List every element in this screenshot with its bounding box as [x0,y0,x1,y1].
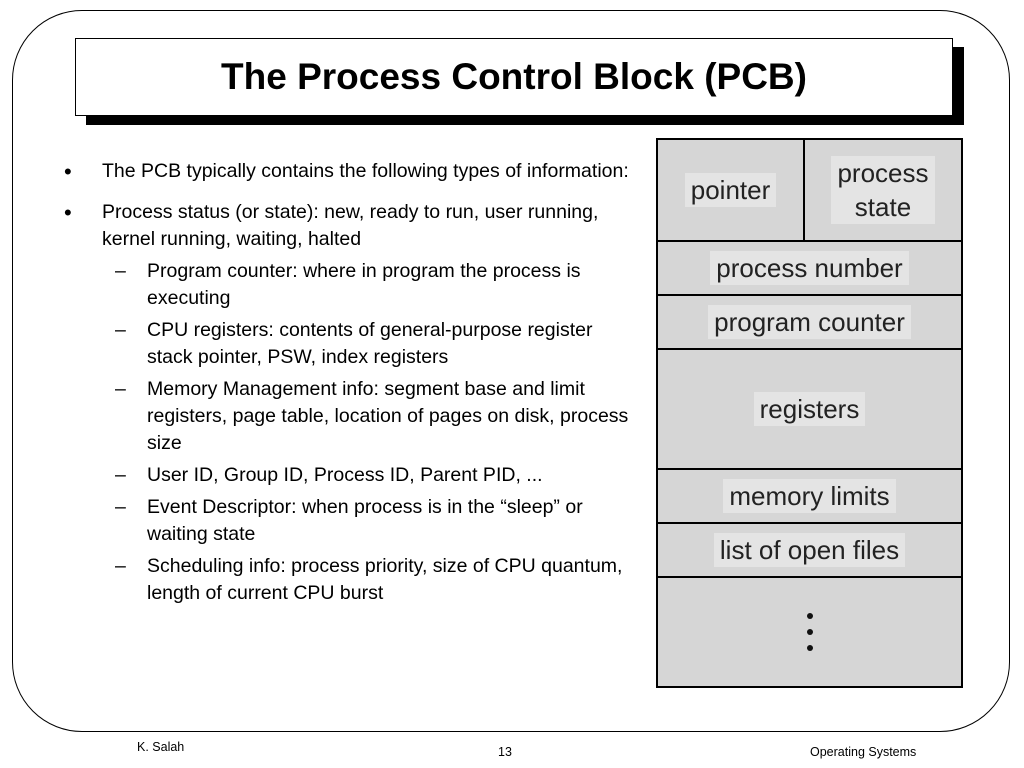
sub-bullet-item: – User ID, Group ID, Process ID, Parent … [60,462,630,489]
sub-bullet-text: CPU registers: contents of general-purpo… [147,319,593,368]
pcb-label-registers: registers [753,392,866,426]
sub-marker: – [115,496,126,518]
pcb-cell-program-counter: program counter [658,296,961,348]
sub-bullet-item: – Memory Management info: segment base a… [60,376,630,457]
pcb-cell-memory-limits: memory limits [658,470,961,522]
footer-course: Operating Systems [810,745,917,759]
sub-bullet-text: Memory Management info: segment base and… [147,378,629,454]
ellipsis-dots [806,613,813,651]
pcb-cell-more [658,578,961,686]
dot [806,645,813,651]
pcb-label-process-state-line2: state [854,192,912,222]
pcb-label-process-state-line1: process [837,158,929,188]
sub-bullet-item: – Program counter: where in program the … [60,258,630,312]
pcb-label-memory-limits: memory limits [723,479,896,513]
pcb-cell-process-state: process state [805,140,961,240]
sub-bullet-item: – Event Descriptor: when process is in t… [60,494,630,548]
sub-bullet-text: Program counter: where in program the pr… [147,260,581,309]
pcb-label-process-number: process number [710,251,909,285]
pcb-label-open-files: list of open files [713,533,906,567]
bullet-marker: • [64,200,72,225]
sub-marker: – [115,464,126,486]
bullet-item: • The PCB typically contains the followi… [60,158,630,185]
sub-bullet-text: Scheduling info: process priority, size … [147,555,623,604]
title-box: The Process Control Block (PCB) [75,38,953,116]
pcb-diagram: pointer process state process number prog… [656,138,963,688]
dot [806,613,813,619]
footer-page-number: 13 [498,745,512,759]
sub-marker: – [115,319,126,341]
bullet-marker: • [64,159,72,184]
sub-bullet-text: User ID, Group ID, Process ID, Parent PI… [147,464,543,486]
sub-bullet-item: – Scheduling info: process priority, siz… [60,553,630,607]
slide-frame [12,10,1010,732]
dot [806,629,813,635]
pcb-label-pointer: pointer [684,173,777,207]
bullet-text: The PCB typically contains the following… [102,160,629,182]
pcb-cell-registers: registers [658,350,961,468]
bullet-text: Process status (or state): new, ready to… [102,201,599,250]
sub-marker: – [115,555,126,577]
content-list: • The PCB typically contains the followi… [60,158,630,612]
pcb-cell-open-files: list of open files [658,524,961,576]
sub-bullet-item: – CPU registers: contents of general-pur… [60,317,630,371]
sub-marker: – [115,378,126,400]
page-title: The Process Control Block (PCB) [221,56,807,97]
bullet-item: • Process status (or state): new, ready … [60,199,630,253]
sub-marker: – [115,260,126,282]
pcb-label-program-counter: program counter [708,305,911,339]
sub-bullet-text: Event Descriptor: when process is in the… [147,496,583,545]
pcb-label-process-state: process state [831,156,935,224]
pcb-cell-process-number: process number [658,242,961,294]
footer-author: K. Salah [137,740,185,754]
pcb-cell-pointer: pointer [658,140,803,240]
